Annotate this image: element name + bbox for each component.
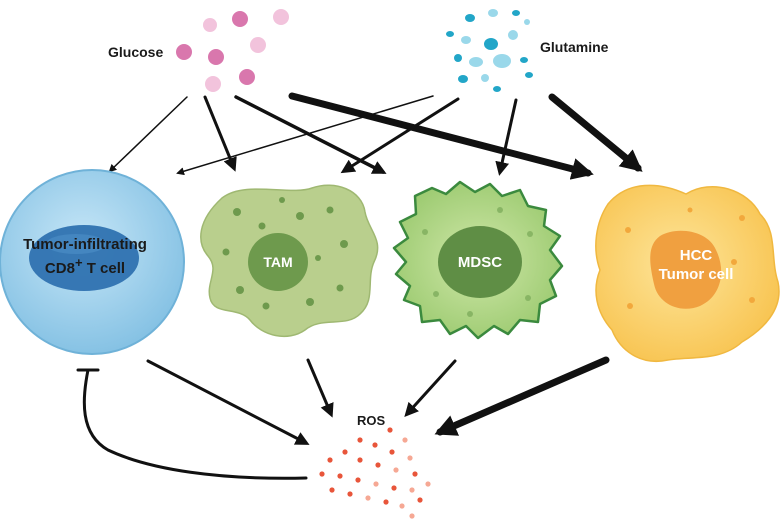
arrow-tcell-to-ros (146, 359, 310, 445)
tam-cell (200, 184, 379, 338)
arrow-glutamine-to-hcc (548, 93, 643, 172)
tcell-label-line2: CD8+ T cell (44, 254, 126, 277)
arrow-glucose-to-tcell (108, 96, 188, 173)
glucose-particles (176, 9, 289, 92)
arrow-tam-to-ros (306, 358, 334, 418)
hcc-label-line1: HCC (679, 247, 713, 264)
arrow-glutamine-to-mdsc (495, 98, 518, 176)
tcell-label-line1: Tumor-infiltrating (23, 236, 147, 253)
arrow-glucose-to-tam (203, 95, 237, 172)
arrow-mdsc-to-ros (404, 359, 457, 417)
hcc-cell (595, 184, 780, 362)
glucose-label: Glucose (108, 44, 164, 60)
tam-label: TAM (263, 254, 293, 270)
ros-particles (319, 427, 431, 519)
ros-arrows (76, 356, 610, 480)
hcc-label: HCC Tumor cell (646, 247, 746, 285)
arrow-glucose-to-mdsc (234, 95, 387, 174)
tcell-label: Tumor-infiltrating CD8+ T cell (0, 236, 170, 279)
ros-label: ROS (357, 413, 386, 428)
hcc-label-line2: Tumor cell (658, 265, 734, 283)
glutamine-particles (446, 9, 533, 92)
nutrient-arrows (108, 92, 643, 180)
mdsc-label: MDSC (457, 254, 503, 271)
inhibition-ros-to-tcell (82, 368, 308, 480)
arrow-glutamine-to-tcell (176, 95, 434, 176)
tcell (0, 169, 185, 355)
arrow-hcc-to-ros (434, 356, 610, 436)
arrow-glucose-to-hcc (288, 92, 594, 180)
glutamine-label: Glutamine (540, 39, 609, 55)
mdsc-cell (392, 180, 564, 340)
arrow-glutamine-to-tam (340, 97, 460, 174)
